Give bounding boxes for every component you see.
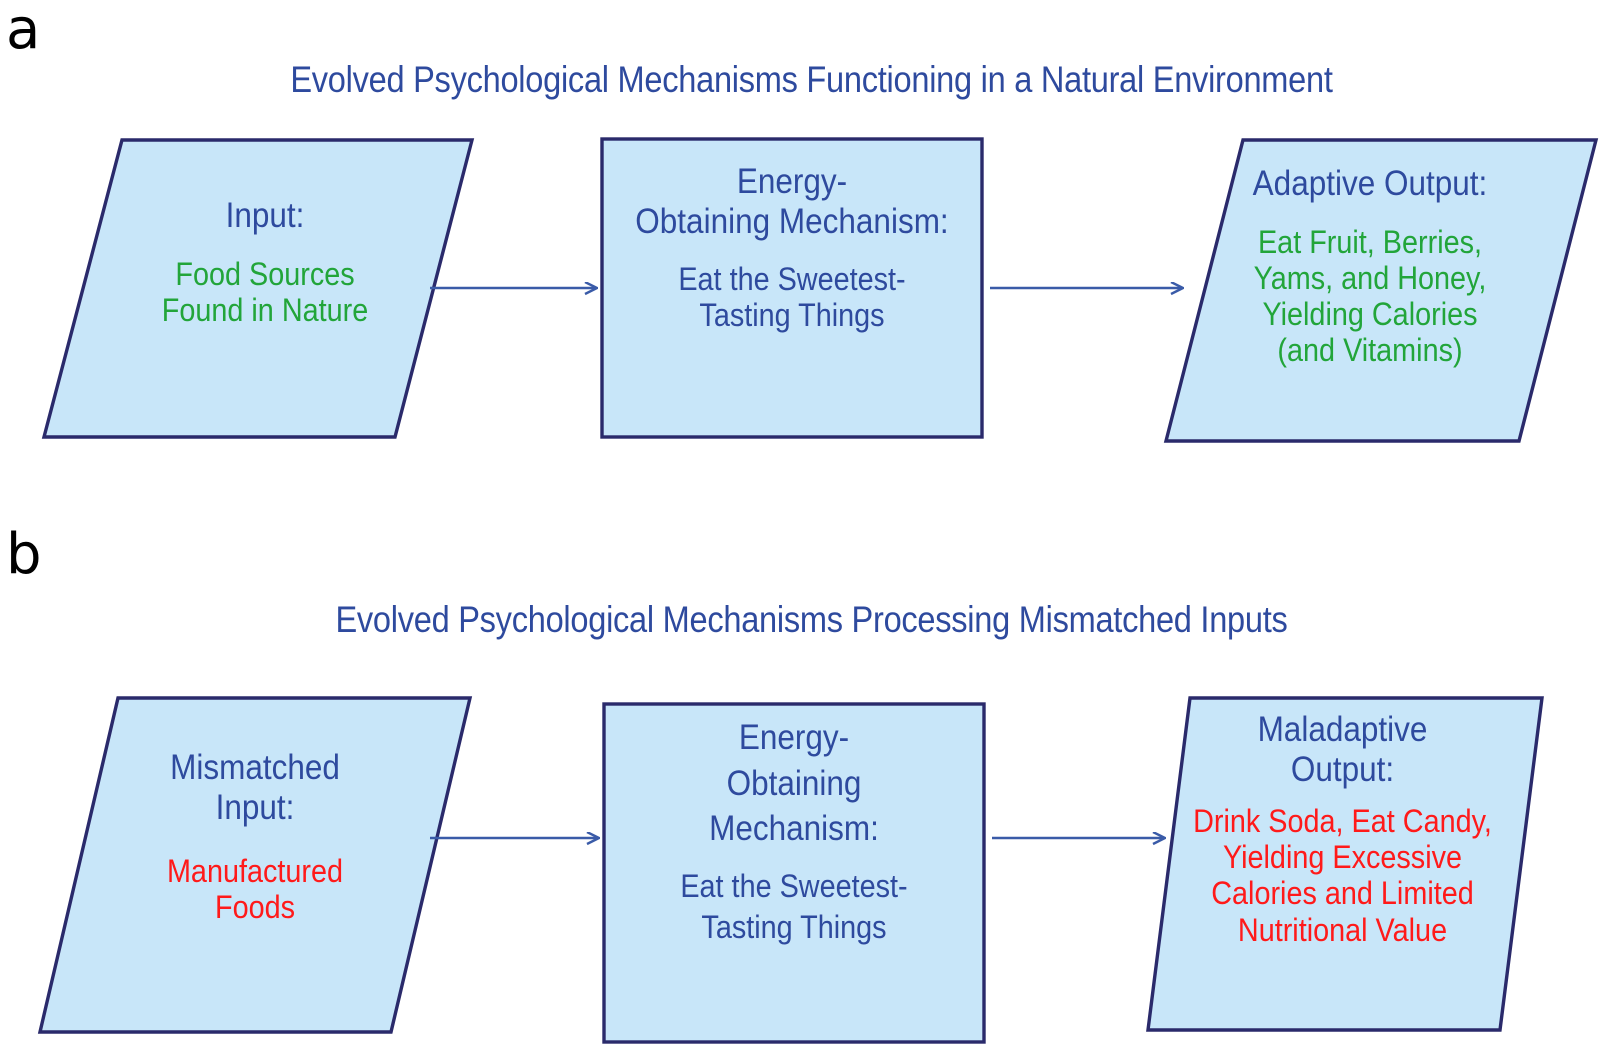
panel-a-output-body-line-4: (and Vitamins) xyxy=(1277,332,1463,369)
panel-b-mechanism-body-line-1: Eat the Sweetest- xyxy=(680,867,908,904)
panel-a-mechanism-body-line-1: Eat the Sweetest- xyxy=(678,261,906,298)
panel-a-mechanism-heading-line-1: Energy- xyxy=(736,162,848,201)
panel-a-output-text: Adaptive Output: Eat Fruit, Berries, Yam… xyxy=(1213,164,1528,368)
panel-b-output-body-line-4: Nutritional Value xyxy=(1237,911,1448,948)
panel-a-input-text: Input: Food Sources Found in Nature xyxy=(117,196,414,328)
panel-a-output-body-line-2: Yams, and Honey, xyxy=(1253,259,1487,296)
panel-b-mechanism-text: Energy- Obtaining Mechanism: Eat the Swe… xyxy=(623,715,965,949)
panel-b-title: Evolved Psychological Mechanisms Process… xyxy=(335,599,1288,640)
panel-a-input-body-line-2: Found in Nature xyxy=(161,291,369,328)
panel-b-mechanism-heading-line-2: Obtaining xyxy=(726,763,862,803)
panel-a-output-heading: Adaptive Output: xyxy=(1252,164,1488,203)
panel-a-input-body-line-1: Food Sources xyxy=(175,255,355,292)
panel-b-mechanism-heading-line-3: Mechanism: xyxy=(709,809,879,848)
panel-a-input-heading: Input: xyxy=(225,196,305,235)
panel-b-letter: b xyxy=(6,522,42,587)
panel-b-output-heading-line-1: Maladaptive xyxy=(1257,710,1428,749)
panel-b-output-body-line-1: Drink Soda, Eat Candy, xyxy=(1193,803,1492,840)
panel-a-mechanism-text: Energy- Obtaining Mechanism: Eat the Swe… xyxy=(621,162,963,333)
panel-b-output-body-line-2: Yielding Excessive xyxy=(1222,839,1463,876)
panel-a-letter: a xyxy=(6,0,41,62)
panel-b-input-body-line-1: Manufactured xyxy=(166,853,344,890)
panel-b-mechanism-shape xyxy=(602,702,986,1044)
panel-b-input-heading-line-1: Mismatched xyxy=(170,748,340,787)
panel-b-mechanism-body-line-2: Tasting Things xyxy=(701,909,887,946)
panel-a-input-shape xyxy=(41,138,475,439)
panel-b-output-heading-line-2: Output: xyxy=(1290,749,1395,789)
panel-b-output-text: Maladaptive Output: Drink Soda, Eat Cand… xyxy=(1174,710,1512,948)
panel-b-output-body-line-3: Calories and Limited xyxy=(1211,875,1474,912)
panel-a-title: Evolved Psychological Mechanisms Functio… xyxy=(290,59,1333,100)
panel-a-mechanism-body-line-2: Tasting Things xyxy=(699,297,885,334)
panel-b-input-heading-line-2: Input: xyxy=(215,787,295,827)
panel-a-output-body-line-1: Eat Fruit, Berries, xyxy=(1257,223,1483,260)
panel-b-output-shape xyxy=(1146,696,1544,1032)
panel-b-input-shape xyxy=(37,696,473,1034)
panel-a-mechanism-heading-line-2: Obtaining Mechanism: xyxy=(635,201,949,241)
panel-a-mechanism-shape xyxy=(600,137,984,439)
panel-b-input-text: Mismatched Input: Manufactured Foods xyxy=(111,748,399,925)
panel-b-input-body-line-2: Foods xyxy=(214,889,296,926)
panel-a-output-body-line-3: Yielding Calories xyxy=(1262,295,1478,332)
panel-a-output-shape xyxy=(1163,138,1599,443)
panel-b-mechanism-heading-line-1: Energy- xyxy=(738,718,850,757)
